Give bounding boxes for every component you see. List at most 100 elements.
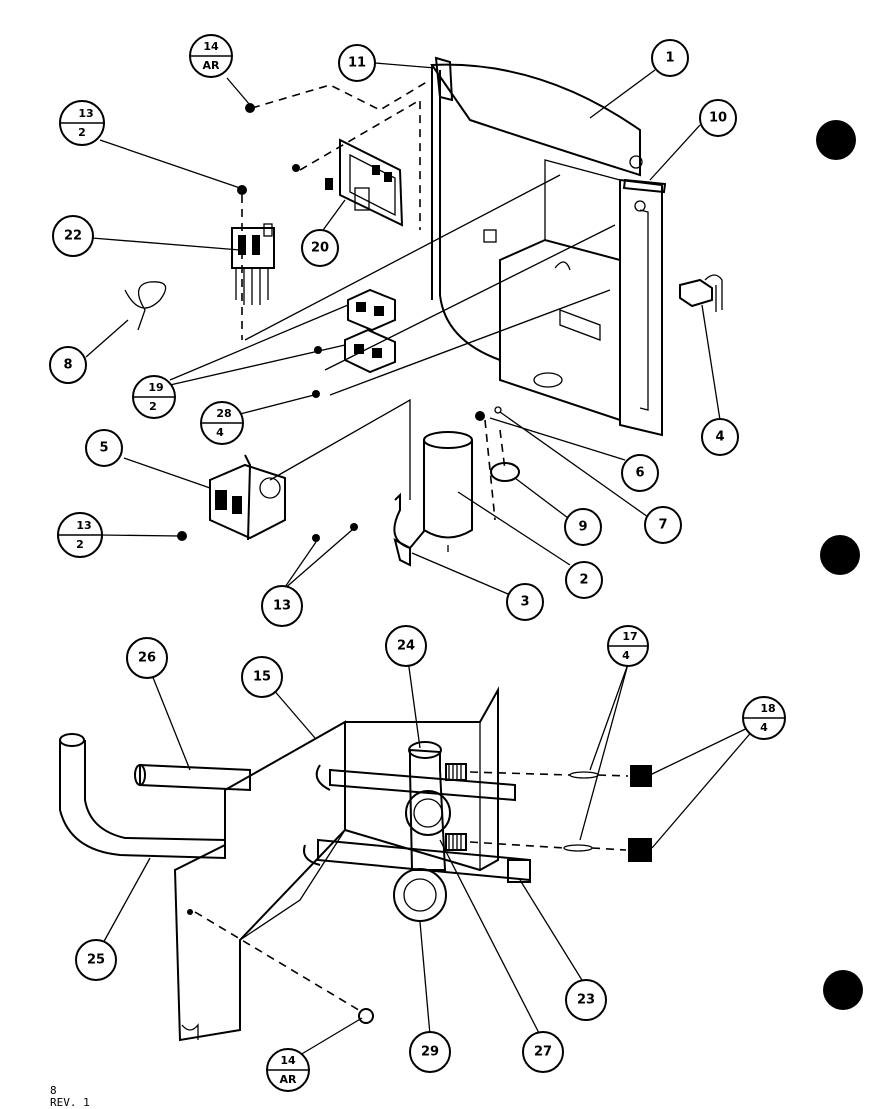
dash-line-18	[597, 774, 629, 777]
screw-14ar-bottom	[358, 1008, 374, 1024]
svg-text:2: 2	[78, 126, 86, 139]
svg-text:6: 6	[635, 466, 644, 481]
svg-text:4: 4	[622, 649, 630, 662]
dash-line-17b	[469, 841, 566, 849]
wire-line-d	[269, 398, 411, 500]
callout-8: 8	[49, 346, 87, 384]
callout-17-4: 174	[607, 625, 649, 667]
callout-22: 22	[52, 215, 94, 257]
callout-25: 25	[75, 939, 117, 981]
svg-text:2: 2	[579, 573, 588, 588]
svg-text:24: 24	[397, 639, 415, 654]
callout-28-4: 284	[200, 401, 244, 445]
callout-13: 13	[261, 585, 303, 627]
svg-text:18: 18	[760, 702, 775, 715]
capacitor-bracket	[312, 492, 426, 567]
punch-hole-middle	[820, 535, 860, 575]
svg-text:20: 20	[311, 241, 329, 256]
svg-text:17: 17	[622, 630, 637, 643]
callout-6: 6	[621, 454, 659, 492]
leader-lines-lower	[101, 659, 761, 1056]
callout-4: 4	[701, 418, 739, 456]
svg-text:5: 5	[99, 441, 108, 456]
page-number: 8	[50, 1084, 57, 1097]
svg-text:22: 22	[64, 229, 82, 244]
svg-text:13: 13	[76, 519, 91, 532]
callout-19-2: 192	[132, 375, 176, 419]
terminal-block	[231, 185, 275, 305]
svg-text:8: 8	[63, 358, 72, 373]
callout-9: 9	[564, 508, 602, 546]
svg-text:25: 25	[87, 953, 105, 968]
callout-24: 24	[385, 625, 427, 667]
svg-text:11: 11	[348, 56, 366, 71]
callout-13-2-mid: 132	[57, 512, 103, 558]
control-board	[292, 138, 404, 227]
wire-line-b	[324, 224, 616, 371]
callout-3: 3	[506, 583, 544, 621]
valve-bracket	[173, 686, 499, 1042]
dash-line-6-7	[484, 419, 496, 521]
svg-text:29: 29	[421, 1045, 439, 1060]
callout-26: 26	[126, 637, 168, 679]
tube-26	[139, 763, 251, 792]
callout-23: 23	[565, 979, 607, 1021]
svg-text:4: 4	[715, 430, 724, 445]
tube-25	[59, 740, 226, 860]
callout-5: 5	[85, 429, 123, 467]
service-valves	[303, 741, 531, 922]
svg-text:14: 14	[280, 1054, 296, 1067]
svg-text:13: 13	[78, 107, 93, 120]
svg-text:4: 4	[216, 426, 224, 439]
punch-hole-top	[816, 120, 856, 160]
svg-text:10: 10	[709, 111, 727, 126]
callout-27: 27	[522, 1031, 564, 1073]
revision-label: REV. 1	[50, 1096, 90, 1109]
callout-29: 29	[409, 1031, 451, 1073]
callout-15: 15	[241, 656, 283, 698]
callout-18-4: 184	[742, 696, 786, 740]
svg-text:AR: AR	[203, 59, 221, 72]
screw-6	[475, 411, 485, 421]
callout-20: 20	[301, 229, 339, 267]
svg-text:26: 26	[138, 651, 156, 666]
callout-2: 2	[565, 561, 603, 599]
svg-text:14: 14	[203, 40, 219, 53]
svg-text:3: 3	[520, 595, 529, 610]
callout-1: 1	[651, 39, 689, 77]
dash-line-14ar-bot	[194, 911, 363, 1013]
dash-line-14ar	[251, 79, 431, 111]
dash-line-18b	[591, 847, 627, 851]
transformer-plug	[679, 274, 723, 312]
svg-text:9: 9	[578, 520, 587, 535]
svg-text:AR: AR	[280, 1073, 298, 1086]
callout-7: 7	[644, 506, 682, 544]
svg-text:27: 27	[534, 1045, 552, 1060]
wire-line-c	[329, 289, 611, 396]
dash-line-17	[469, 771, 571, 776]
callout-13-2-top: 132	[59, 100, 105, 146]
wire-line-a	[244, 174, 561, 341]
callout-11: 11	[338, 44, 376, 82]
svg-text:19: 19	[148, 381, 163, 394]
leader-lines-upper	[85, 62, 721, 595]
svg-text:7: 7	[658, 518, 667, 533]
svg-text:2: 2	[149, 400, 157, 413]
screw-14ar-top	[245, 103, 255, 113]
contactor	[177, 454, 286, 541]
svg-text:13: 13	[273, 599, 291, 614]
svg-text:2: 2	[76, 538, 84, 551]
svg-text:23: 23	[577, 993, 595, 1008]
washer-7	[494, 406, 502, 414]
svg-text:28: 28	[216, 407, 231, 420]
svg-text:4: 4	[760, 721, 768, 734]
flare-nuts	[563, 765, 652, 862]
control-box-panel	[430, 56, 667, 437]
grommet	[490, 462, 520, 482]
svg-text:1: 1	[665, 51, 674, 66]
wire-loop	[124, 281, 167, 331]
callout-10: 10	[699, 99, 737, 137]
capacitor	[423, 431, 473, 552]
